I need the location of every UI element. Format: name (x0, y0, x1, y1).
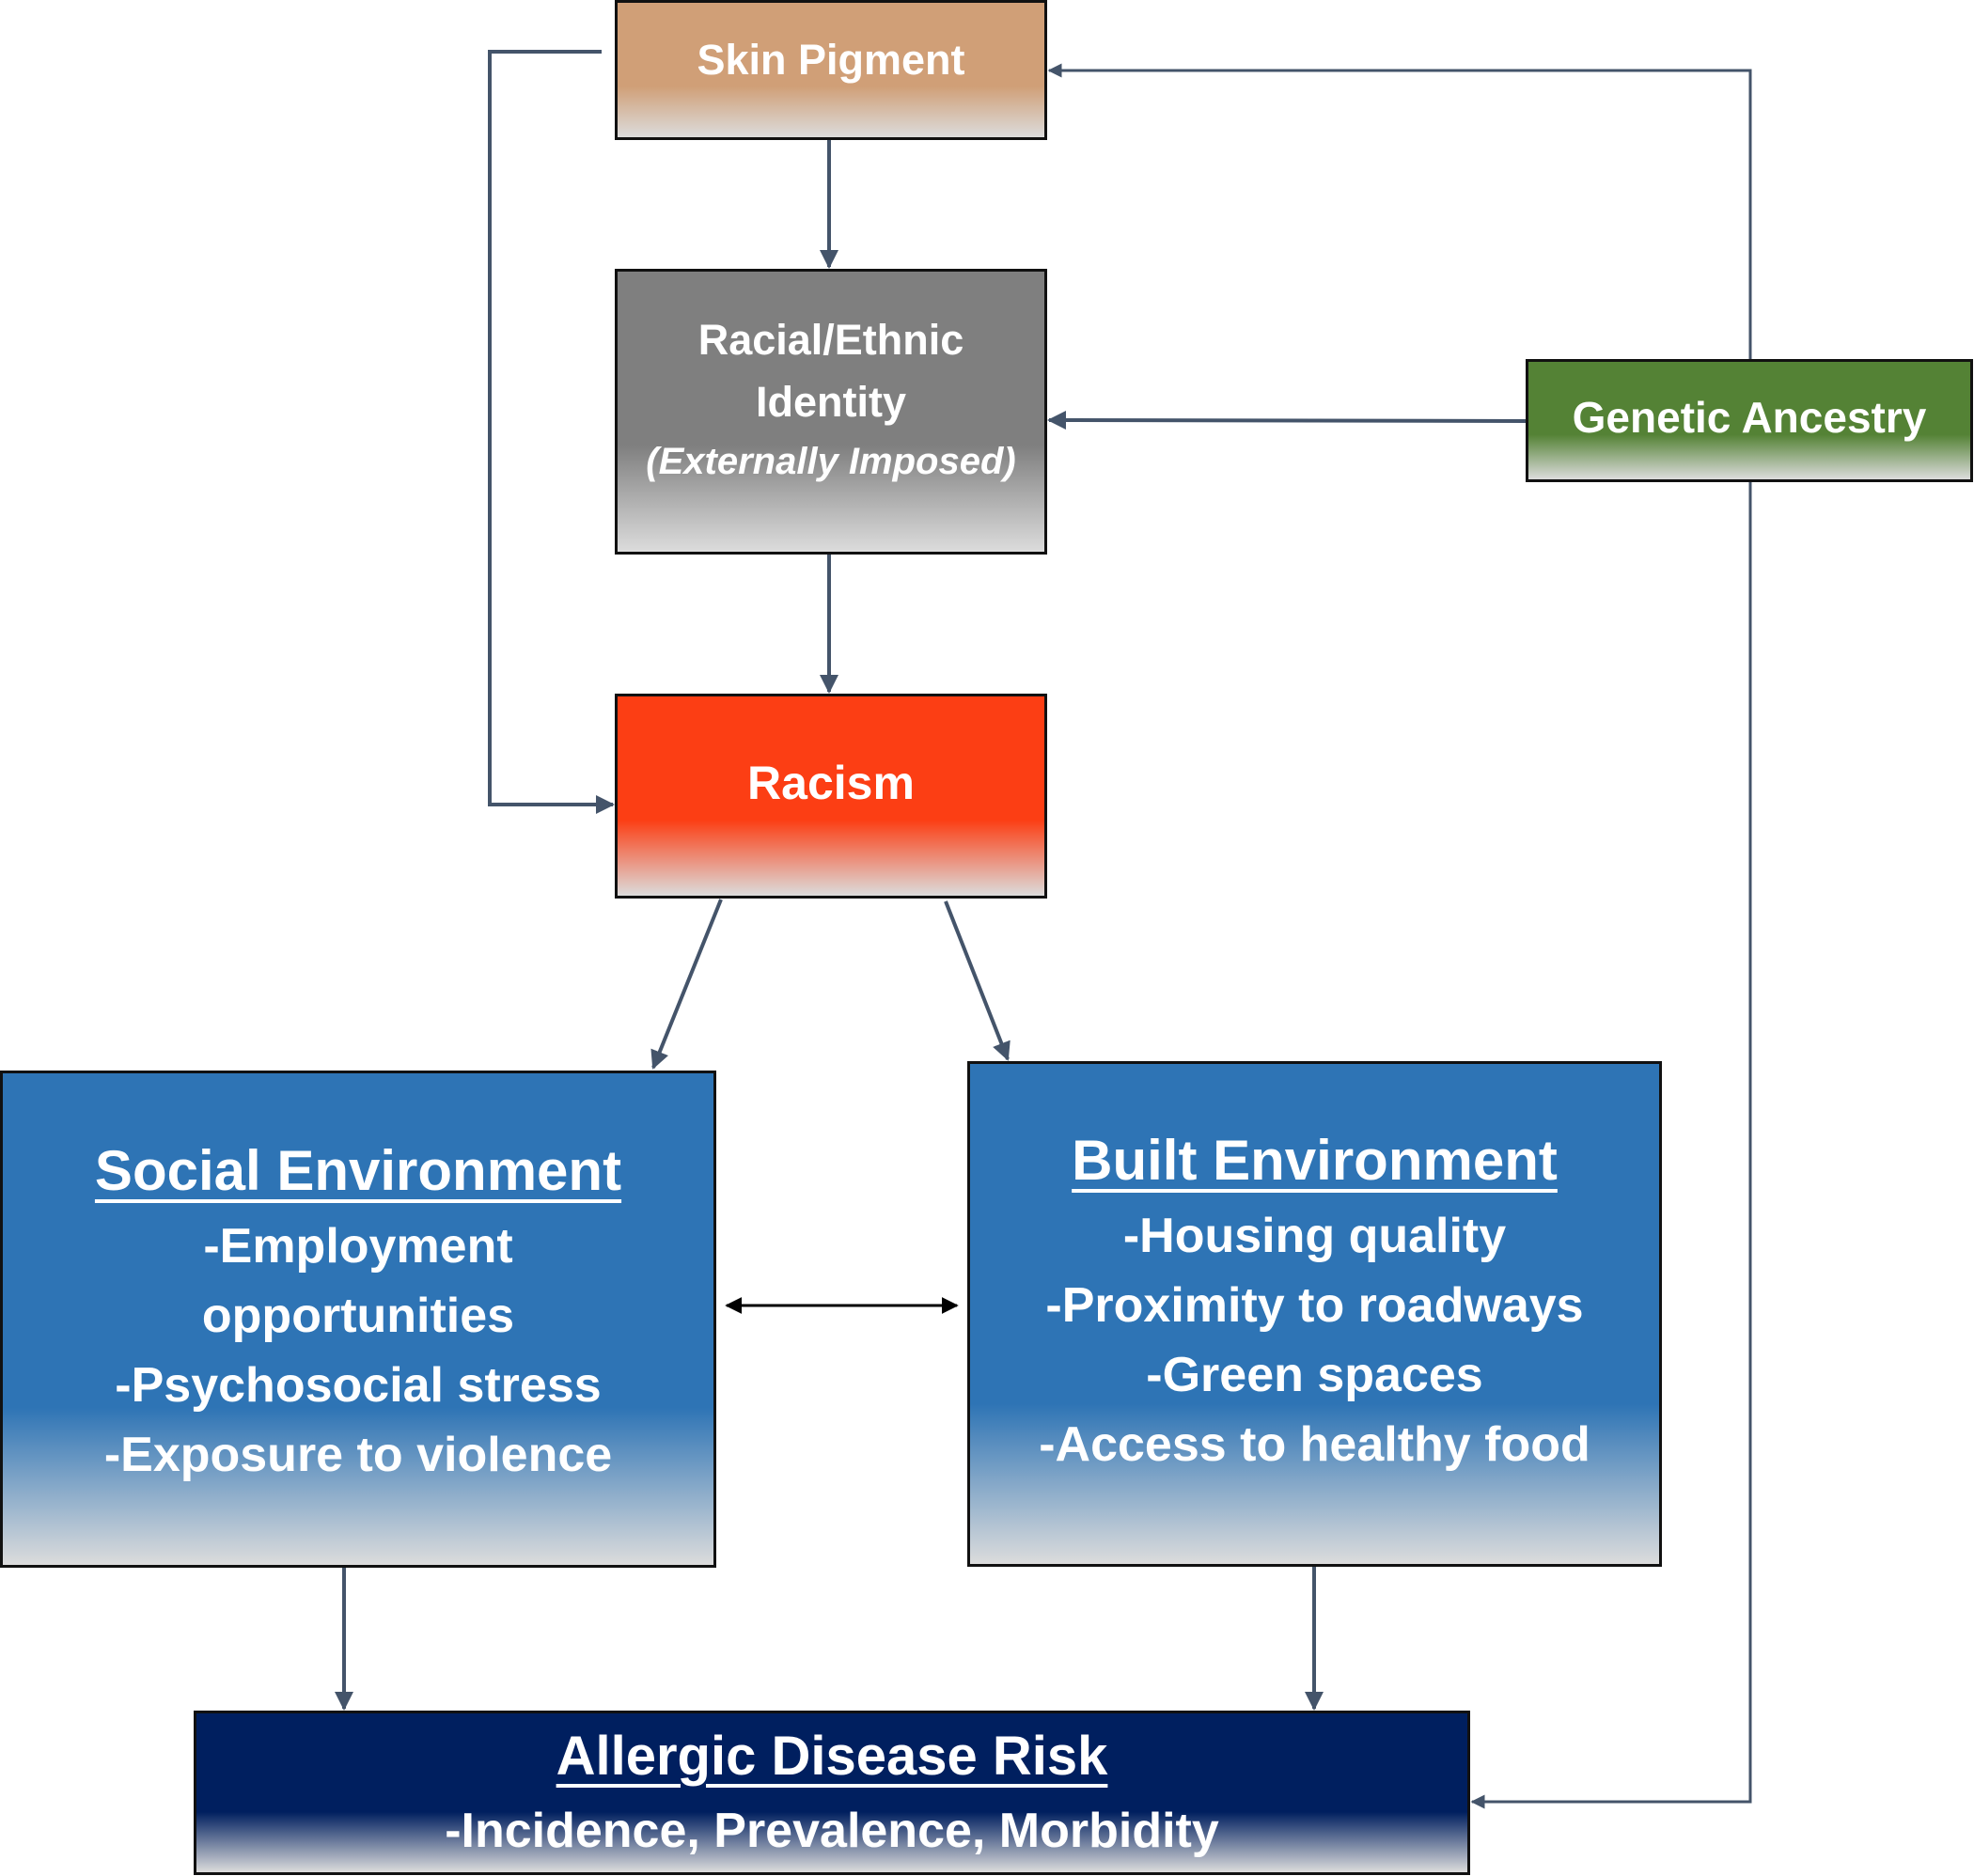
social-environment-item: -Psychosocial stress (115, 1357, 602, 1413)
racism-label: Racism (747, 757, 915, 809)
built-environment-item: -Access to healthy food (1039, 1417, 1590, 1472)
edge-genetic-to-skin (1047, 63, 1752, 359)
social-environment-title: Social Environment (94, 1138, 622, 1202)
built-environment-item: -Proximity to roadways (1045, 1278, 1584, 1333)
edge-skin-to-racism (488, 50, 615, 814)
allergic-disease-subtitle: -Incidence, Prevalence, Morbidity (445, 1803, 1219, 1858)
genetic-ancestry-node: Genetic Ancestry (1526, 359, 1973, 482)
built-environment-node: Built Environment -Housing quality -Prox… (967, 1061, 1662, 1567)
allergic-disease-node: Allergic Disease Risk -Incidence, Preval… (194, 1711, 1470, 1875)
allergic-disease-title: Allergic Disease Risk (556, 1725, 1108, 1787)
racial-identity-note: (Externally Imposed) (646, 441, 1016, 482)
genetic-ancestry-label: Genetic Ancestry (1572, 392, 1927, 442)
skin-pigment-node: Skin Pigment (615, 0, 1047, 140)
social-environment-item: -Exposure to violence (103, 1427, 613, 1482)
social-environment-item: -Employment (203, 1218, 513, 1274)
edge-genetic-to-racial (1047, 411, 1527, 430)
racial-identity-line2: Identity (755, 378, 906, 426)
built-environment-item: -Green spaces (1146, 1348, 1483, 1402)
racism-node: Racism (615, 694, 1047, 899)
built-environment-item: -Housing quality (1122, 1209, 1507, 1263)
social-environment-item: opportunities (201, 1288, 515, 1343)
racial-identity-line1: Racial/Ethnic (697, 316, 964, 364)
edge-genetic-to-allergic (1470, 482, 1752, 1809)
built-environment-title: Built Environment (1072, 1129, 1558, 1192)
edge-racism-to-social (650, 899, 723, 1070)
racial-identity-node: Racial/Ethnic Identity (Externally Impos… (615, 269, 1047, 555)
social-environment-node: Social Environment -Employment opportuni… (0, 1071, 716, 1568)
edge-racism-to-built (944, 900, 1010, 1061)
skin-pigment-label: Skin Pigment (697, 35, 965, 84)
